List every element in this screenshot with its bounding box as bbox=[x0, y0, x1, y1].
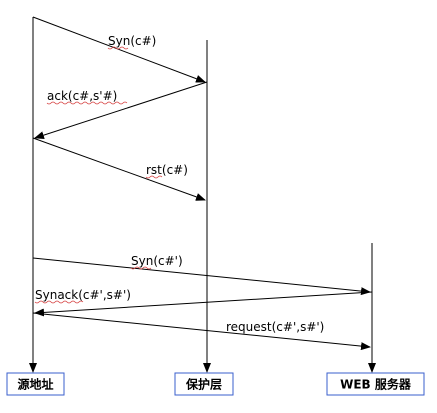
label-request: request(c#',s#') bbox=[226, 320, 324, 334]
arrow-request bbox=[32, 312, 371, 351]
entity-protector-box: 保护层 bbox=[174, 372, 234, 396]
arrow-syn2 bbox=[32, 257, 371, 296]
label-ack: ack(c#,s'#) bbox=[47, 89, 117, 103]
label-rst: rst(c#) bbox=[146, 163, 188, 177]
label-syn1: Syn(c#) bbox=[108, 34, 156, 48]
spell-underline-syn1 bbox=[107, 46, 129, 50]
entity-source-box: 源地址 bbox=[6, 372, 65, 396]
arrow-syn1 bbox=[32, 16, 206, 83]
entity-source-label: 源地址 bbox=[17, 377, 53, 392]
entity-protector-label: 保护层 bbox=[185, 377, 222, 392]
arrow-rst bbox=[32, 137, 206, 201]
entity-server-label: WEB 服务器 bbox=[340, 377, 412, 392]
label-syn2: Syn(c#') bbox=[131, 254, 183, 268]
entity-server-box: WEB 服务器 bbox=[326, 372, 425, 396]
spell-underline-syn2 bbox=[130, 266, 152, 270]
spell-underline-rst bbox=[145, 175, 163, 179]
label-synack: Synack(c#',s#') bbox=[35, 288, 131, 302]
spell-underline-synack bbox=[34, 300, 84, 304]
arrow-ack bbox=[34, 81, 208, 140]
arrow-synack bbox=[34, 291, 373, 317]
spell-underline-ack bbox=[46, 101, 128, 105]
